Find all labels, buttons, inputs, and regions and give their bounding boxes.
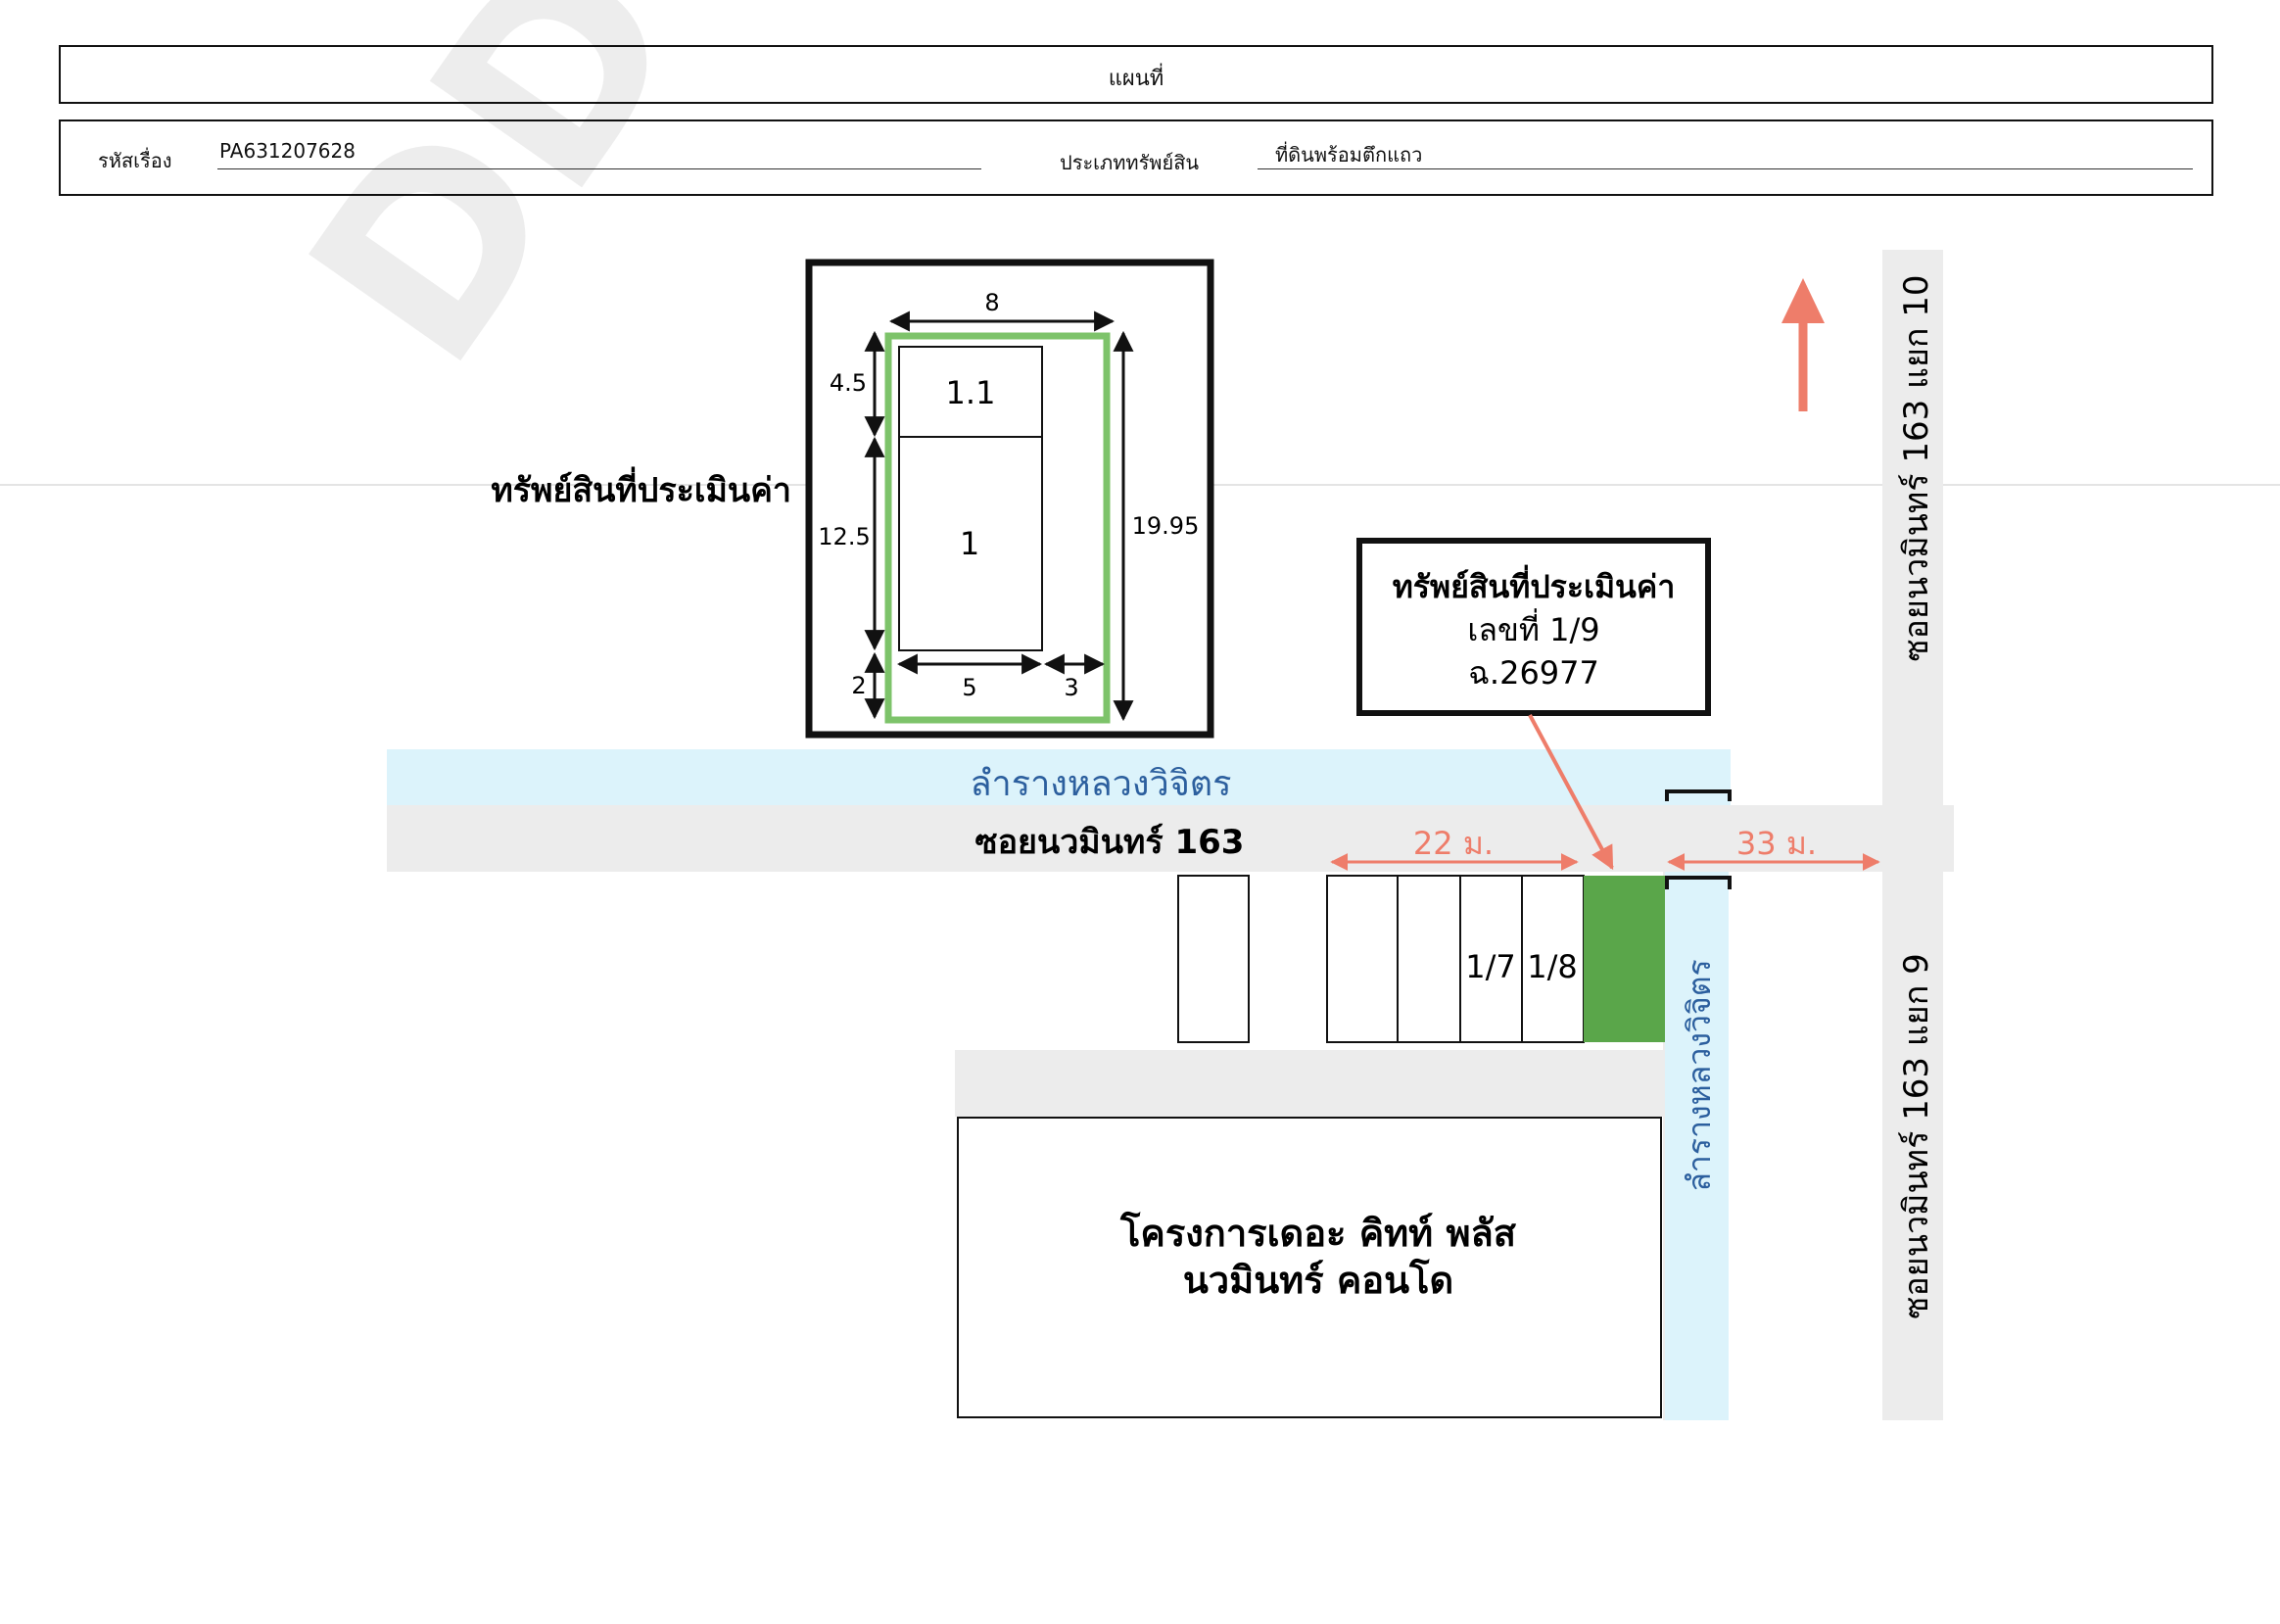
road-label-right-bottom: ซอยนวมินทร์ 163 แยก 9: [1897, 953, 1936, 1318]
dim-label-12-5: 12.5: [818, 523, 870, 550]
canal-label-vertical: ลำรางหลวงวิจิตร: [1681, 959, 1718, 1191]
dim-label-3: 3: [1064, 674, 1078, 701]
case-label: รหัสเรื่อง: [98, 149, 172, 172]
dim-label-19-95: 19.95: [1132, 512, 1200, 540]
shophouse-unit-a: [1326, 875, 1399, 1043]
road-label-main: ซอยนวมินทร์ 163: [975, 823, 1245, 862]
asset-type-underline: [1258, 168, 2193, 169]
room-1-1: [898, 346, 1043, 438]
condo-project-block: [957, 1117, 1662, 1418]
callout-pointer: [1528, 714, 1614, 871]
dim-label-2: 2: [851, 672, 866, 699]
dim-label-5: 5: [962, 674, 976, 701]
north-arrow-icon: [1781, 278, 1825, 323]
canal-horizontal: [387, 749, 1731, 805]
asset-type-label: ประเภททรัพย์สิน: [1060, 151, 1200, 174]
canal-label-horizontal: ลำรางหลวงวิจิตร: [970, 764, 1231, 804]
shophouse-unit-b: [1397, 875, 1461, 1043]
subject-callout-box: [1356, 538, 1711, 716]
building-block-west: [1177, 875, 1250, 1043]
road-lower-access: [955, 1050, 1665, 1117]
shophouse-unit-1-7: [1459, 875, 1523, 1043]
case-underline: [217, 168, 981, 169]
shophouse-unit-1-8: [1521, 875, 1585, 1043]
map-title-bar: แผนที่: [59, 45, 2213, 104]
case-info-bar: รหัสเรื่อง PA631207628 ประเภททรัพย์สิน ท…: [59, 119, 2213, 196]
road-label-right-top: ซอยนวมินทร์ 163 แยก 10: [1897, 274, 1936, 661]
page-title: แผนที่: [1108, 67, 1164, 91]
canal-vertical: [1665, 872, 1729, 1420]
dim-label-width: 8: [984, 289, 999, 316]
callout-line-2: เลขที่ 1/9: [1467, 608, 1599, 648]
distance-22m-label: 22 ม.: [1413, 825, 1494, 862]
bridge-mark-top: [1665, 789, 1732, 801]
condo-label-line-1: โครงการเดอะ คิทท์ พลัส: [1119, 1211, 1517, 1255]
case-value: PA631207628: [219, 139, 356, 163]
room-1: [898, 436, 1043, 651]
callout-line-3: ฉ.26977: [1468, 654, 1599, 692]
distance-33m-label: 33 ม.: [1736, 825, 1817, 862]
asset-type-value: ที่ดินพร้อมตึกแถว: [1275, 143, 1423, 167]
subject-unit-1-9: [1584, 876, 1665, 1042]
callout-line-1: ทรัพย์สินที่ประเมินค่า: [1393, 564, 1676, 605]
room-label-1: 1: [960, 525, 979, 562]
room-label-1-1: 1.1: [946, 374, 996, 411]
bridge-mark-bottom: [1665, 876, 1732, 889]
unit-label-1-8: 1/8: [1527, 948, 1578, 985]
plot-boundary: [884, 332, 1111, 724]
road-right-soi: [1882, 250, 1943, 1420]
plan-subject-label: ทรัพย์สินที่ประเมินค่า: [491, 466, 791, 510]
condo-label-line-2: นวมินทร์ คอนโด: [1183, 1258, 1453, 1302]
dim-label-4-5: 4.5: [830, 369, 867, 397]
unit-label-1-7: 1/7: [1465, 948, 1516, 985]
